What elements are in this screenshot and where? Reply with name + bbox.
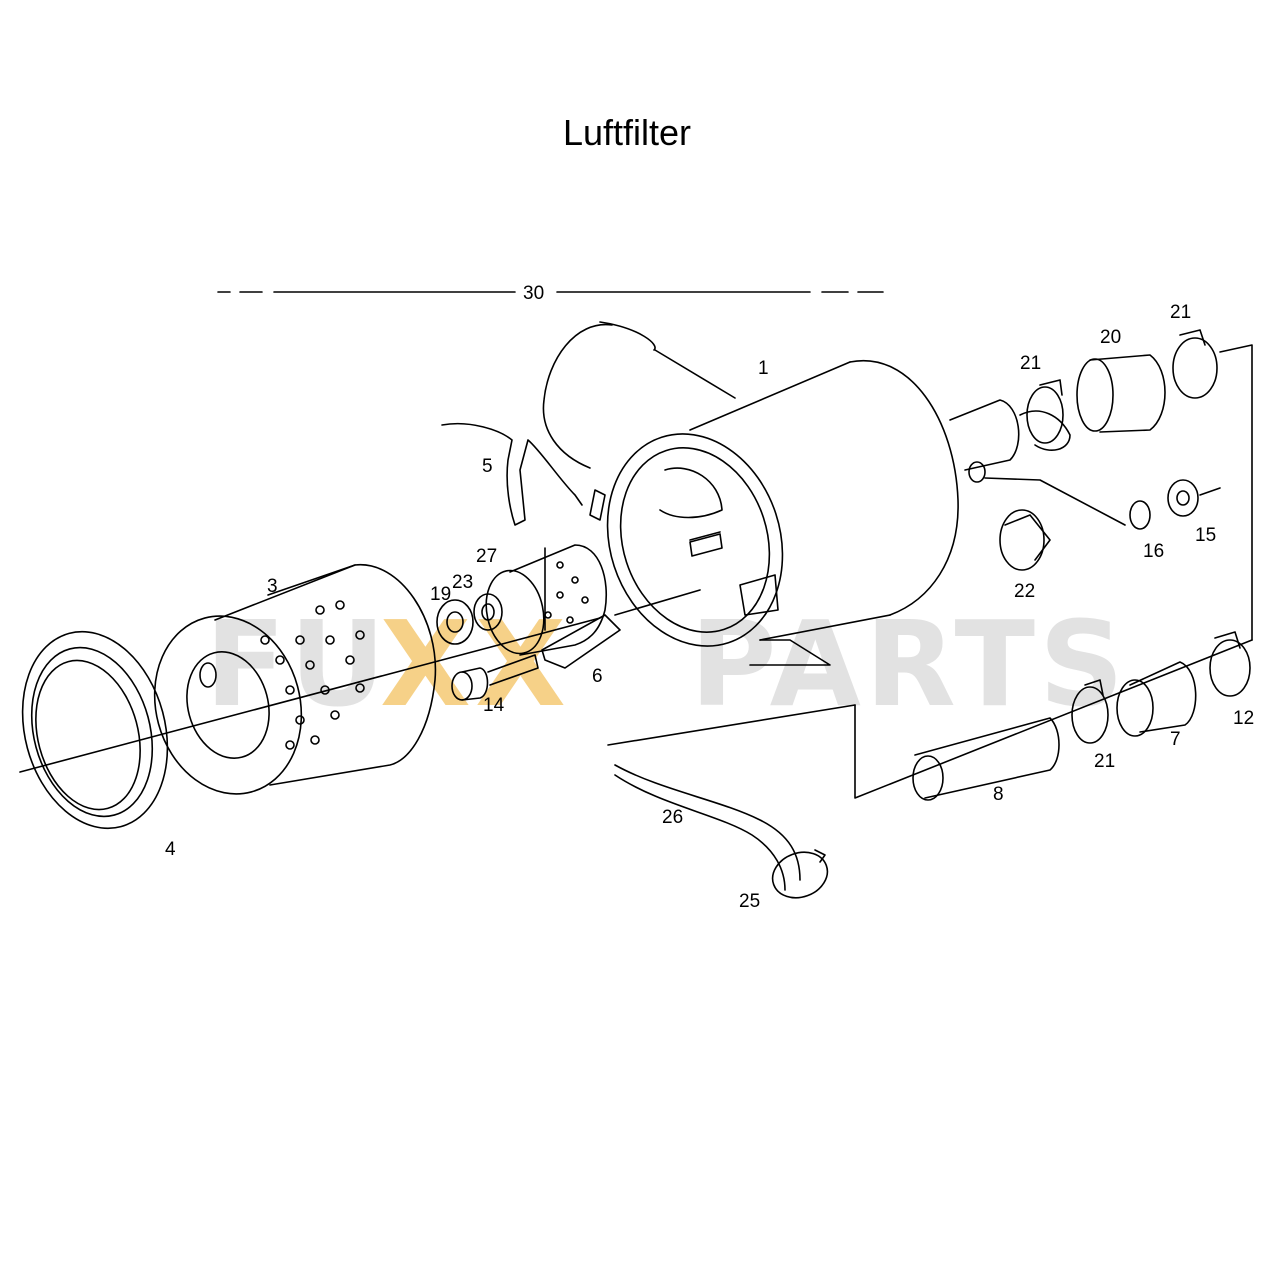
bolt-and-spacer <box>451 533 723 701</box>
lower-connector-group <box>854 631 1253 801</box>
part-label: 21 <box>1170 302 1191 323</box>
part-label: 6 <box>592 666 603 687</box>
watermark: FU XX PARTS <box>205 595 1128 733</box>
part-label: 8 <box>993 784 1004 805</box>
part-label: 19 <box>430 584 451 605</box>
watermark-right: PARTS <box>690 595 1128 733</box>
inner-cartridge <box>485 544 607 656</box>
part-label: 26 <box>662 807 683 828</box>
wire-clip <box>441 422 606 526</box>
part-label: 22 <box>1014 581 1035 602</box>
central-axis <box>19 589 701 773</box>
part-label: 12 <box>1233 708 1254 729</box>
nut-washer <box>436 593 503 645</box>
diagram-title: Luftfilter <box>562 112 692 153</box>
part-label: 5 <box>482 456 493 477</box>
part-label: 1 <box>758 358 769 379</box>
part-labels: 1 3 4 5 6 7 8 12 14 15 16 19 20 21 21 21… <box>165 283 1254 912</box>
watermark-left: FU <box>205 595 389 733</box>
part-label: 21 <box>1094 751 1115 772</box>
part-label: 25 <box>739 891 760 912</box>
part-label: 7 <box>1170 729 1181 750</box>
part-label: 23 <box>452 572 473 593</box>
part-label: 21 <box>1020 353 1041 374</box>
part-label: 27 <box>476 546 497 567</box>
part-label: 4 <box>165 839 176 860</box>
outlet-connector-group <box>1019 329 1253 641</box>
part-label: 3 <box>267 576 278 597</box>
part-label: 15 <box>1195 525 1216 546</box>
part-label: 16 <box>1143 541 1164 562</box>
part-label: 14 <box>483 695 505 716</box>
hose-and-clamp <box>607 704 856 899</box>
filter-housing <box>542 321 1020 666</box>
sealing-ring <box>21 630 169 830</box>
part-label: 20 <box>1100 327 1121 348</box>
part-label: 30 <box>523 283 544 304</box>
valve-group <box>984 477 1221 571</box>
filter-perforations <box>260 600 365 750</box>
filter-element <box>153 564 437 795</box>
